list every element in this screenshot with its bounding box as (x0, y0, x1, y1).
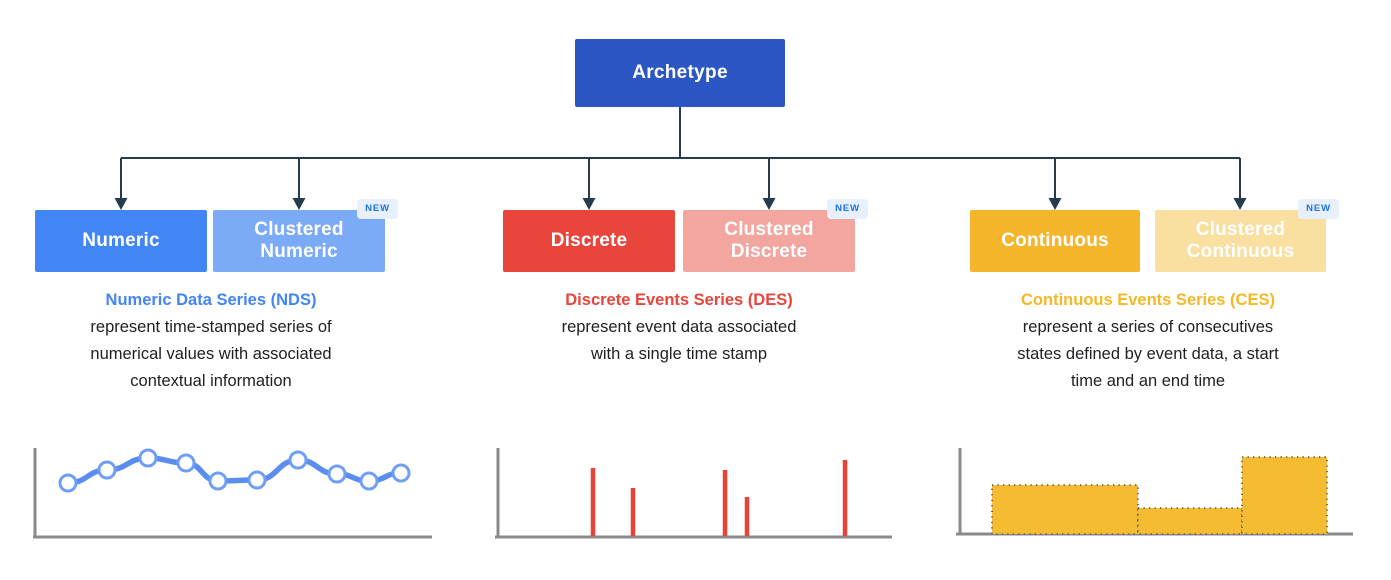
description-discrete-title: Discrete Events Series (DES) (565, 291, 793, 309)
description-line: with a single time stamp (590, 345, 768, 363)
node-clustered-numeric-label: Clustered Numeric (254, 219, 344, 262)
node-continuous: Continuous (970, 210, 1140, 272)
arrowheads (114, 198, 1247, 210)
discrete-spike-chart (495, 448, 892, 539)
new-badge: NEW (827, 199, 868, 219)
node-clustered-continuous: Clustered Continuous NEW (1155, 199, 1339, 272)
archetype-node: Archetype (575, 39, 785, 107)
connector-lines (120, 107, 1241, 200)
description-continuous-title: Continuous Events Series (CES) (1021, 291, 1275, 309)
description-discrete: Discrete Events Series (DES) represent e… (489, 287, 869, 368)
node-numeric: Numeric (35, 210, 207, 272)
description-continuous: Continuous Events Series (CES) represent… (958, 287, 1338, 395)
numeric-line-chart (33, 448, 432, 539)
new-badge: NEW (1298, 199, 1339, 219)
description-line: time and an end time (1070, 372, 1226, 390)
description-line: numerical values with associated (90, 345, 332, 363)
node-clustered-discrete-label: Clustered Discrete (724, 219, 814, 262)
description-line: states defined by event data, a start (1017, 345, 1279, 363)
description-numeric: Numeric Data Series (NDS) represent time… (21, 287, 401, 395)
node-clustered-numeric: Clustered Numeric NEW (213, 199, 398, 272)
continuous-step-chart (956, 448, 1353, 536)
description-numeric-title: Numeric Data Series (NDS) (105, 291, 317, 309)
node-clustered-discrete: Clustered Discrete NEW (683, 199, 868, 272)
description-line: represent time-stamped series of (90, 318, 332, 336)
description-line: contextual information (130, 372, 292, 390)
new-badge: NEW (357, 199, 398, 219)
description-line: represent a series of consecutives (1022, 318, 1274, 336)
node-discrete: Discrete (503, 210, 675, 272)
node-clustered-continuous-label: Clustered Continuous (1186, 219, 1295, 262)
description-line: represent event data associated (561, 318, 797, 336)
